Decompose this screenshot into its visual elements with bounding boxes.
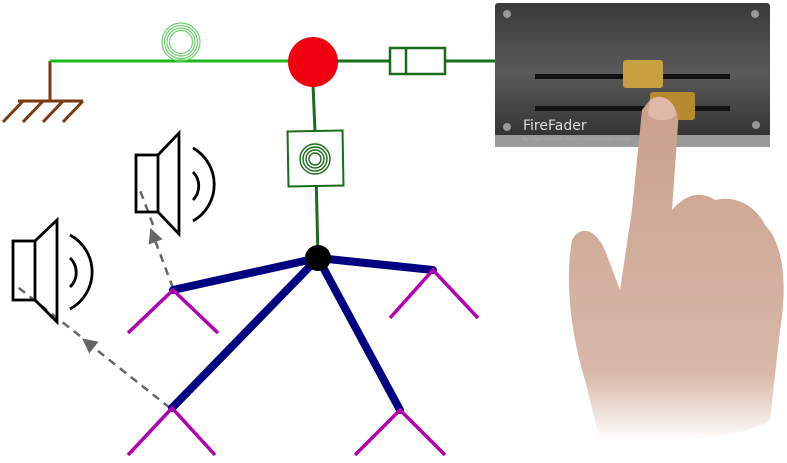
device-subtitle: By Edgar Berdahl, Audio Communication Gr… [523, 136, 630, 142]
sound-arrows [14, 189, 175, 409]
damper-icon [388, 46, 447, 76]
speaker-icon [134, 129, 216, 238]
hand-photo [568, 96, 784, 442]
body-node [305, 245, 331, 271]
coil-icon [161, 22, 201, 62]
device-label: FireFader [523, 118, 587, 134]
feet [126, 267, 480, 457]
body-limbs [168, 254, 437, 414]
spring-box-icon [286, 129, 345, 188]
firefader-device-photo: FireFader By Edgar Berdahl, Audio Commun… [495, 3, 770, 147]
wire-dark [311, 59, 495, 259]
ground-symbol [1, 61, 85, 124]
speaker-icon [11, 216, 94, 326]
mass-node-red [288, 37, 338, 87]
